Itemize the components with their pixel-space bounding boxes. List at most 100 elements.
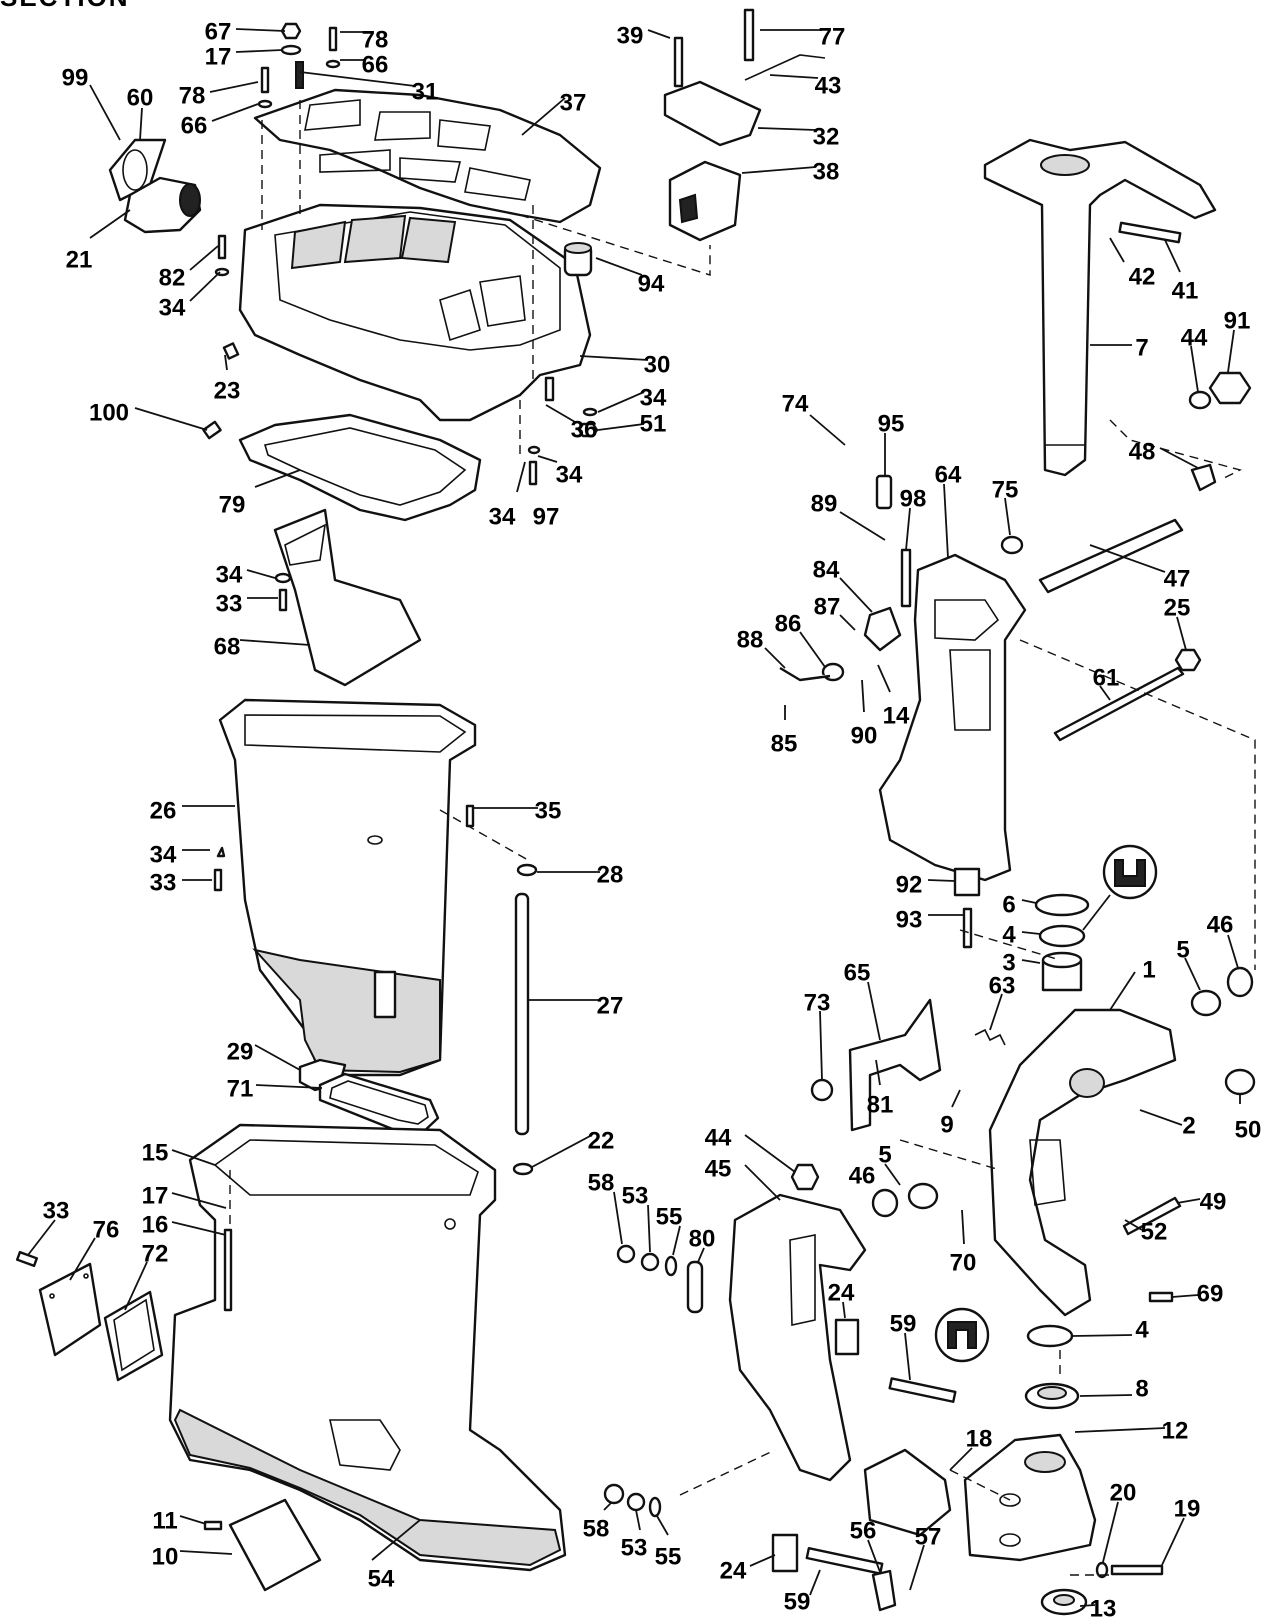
callout-c41: 41 <box>1172 277 1199 304</box>
callout-c24a: 24 <box>828 1279 855 1306</box>
callout-c71: 71 <box>227 1075 254 1102</box>
assembly-lines <box>229 100 1256 1576</box>
part-43-wire <box>744 54 826 81</box>
callout-c36: 36 <box>571 416 598 443</box>
callout-c6: 6 <box>1002 891 1015 918</box>
callout-c33a: 33 <box>216 590 243 617</box>
part-13-nut <box>1040 1588 1088 1616</box>
part-25-nut <box>1174 648 1202 672</box>
part-63-spring <box>974 1028 1006 1046</box>
callout-c28: 28 <box>597 861 624 888</box>
callout-c54: 54 <box>368 1565 395 1592</box>
part-80-link <box>686 1260 704 1314</box>
callout-c73: 73 <box>804 989 831 1016</box>
callout-c23: 23 <box>214 377 241 404</box>
callout-c53b: 53 <box>621 1534 648 1561</box>
part-64-swivel-bracket <box>878 553 1027 882</box>
callout-c78b: 78 <box>179 82 206 109</box>
part-3-bushing <box>1041 951 1083 992</box>
callout-c48: 48 <box>1129 438 1156 465</box>
part-18-block <box>863 1448 952 1537</box>
callout-c52: 52 <box>1141 1218 1168 1245</box>
callout-c61: 61 <box>1093 664 1120 691</box>
callout-c44b: 44 <box>705 1124 732 1151</box>
callout-c31: 31 <box>412 78 439 105</box>
part-44-washer <box>1188 390 1212 410</box>
part-95-switch <box>875 474 893 510</box>
callout-c53a: 53 <box>622 1182 649 1209</box>
callout-c99: 99 <box>62 64 89 91</box>
callout-c92: 92 <box>896 871 923 898</box>
callout-c87: 87 <box>814 593 841 620</box>
part-93-bolt <box>962 907 973 949</box>
part-12-housing <box>963 1433 1097 1562</box>
callout-c5a: 5 <box>1176 936 1189 963</box>
callout-c14: 14 <box>883 702 910 729</box>
callout-c59b: 59 <box>784 1588 811 1615</box>
part-50-bushing <box>1224 1068 1256 1096</box>
callout-c65: 65 <box>844 959 871 986</box>
part-55-washer <box>648 1255 678 1518</box>
callout-c46b: 46 <box>849 1162 876 1189</box>
part-72-gasket <box>103 1290 164 1382</box>
part-94-grommet <box>563 242 593 277</box>
part-4-seal-upper <box>1038 924 1086 948</box>
part-19-bolt <box>1110 1564 1164 1576</box>
callout-c12: 12 <box>1162 1417 1189 1444</box>
callout-c89: 89 <box>811 490 838 517</box>
part-71-gasket <box>318 1072 440 1137</box>
callout-c37: 37 <box>560 89 587 116</box>
part-26-exhaust-housing <box>218 698 477 1077</box>
callout-c42: 42 <box>1129 263 1156 290</box>
part-8-bearing <box>1024 1382 1080 1410</box>
part-58-bushing <box>603 1244 636 1505</box>
callout-c22: 22 <box>588 1127 615 1154</box>
part-91-nut <box>1208 371 1252 405</box>
callout-c24b: 24 <box>720 1557 747 1584</box>
part-46-washer-lower <box>871 1188 899 1218</box>
icon-seal-symbol-lower <box>934 1307 990 1363</box>
part-88-lever <box>779 666 831 682</box>
part-24-plate <box>771 1318 860 1573</box>
callout-c68: 68 <box>214 633 241 660</box>
callout-c19: 19 <box>1174 1495 1201 1522</box>
callout-c4a: 4 <box>1002 921 1016 948</box>
part-10-cover <box>228 1498 322 1592</box>
part-7-steering-arm <box>983 138 1217 477</box>
callout-c13: 13 <box>1090 1595 1117 1622</box>
callout-c34f: 34 <box>150 841 177 868</box>
callout-c33c: 33 <box>43 1197 70 1224</box>
part-6-washer <box>1034 893 1090 917</box>
callout-c26: 26 <box>150 797 177 824</box>
callout-c88: 88 <box>737 626 764 653</box>
callout-c46a: 46 <box>1207 911 1234 938</box>
callout-c81: 81 <box>867 1091 894 1118</box>
callout-c47: 47 <box>1164 565 1191 592</box>
part-33-screw <box>15 1250 39 1268</box>
part-79-gasket <box>238 413 482 522</box>
icon-seal-symbol-upper <box>1102 844 1158 900</box>
callout-c70: 70 <box>950 1249 977 1276</box>
callout-c75: 75 <box>992 476 1019 503</box>
part-11-screw <box>203 1520 223 1531</box>
callout-c51: 51 <box>640 410 667 437</box>
callout-c33b: 33 <box>150 869 177 896</box>
callout-c82: 82 <box>159 264 186 291</box>
callout-c80: 80 <box>689 1225 716 1252</box>
part-65-bracket <box>848 998 942 1132</box>
part-76-cover <box>38 1262 102 1357</box>
part-49-pin <box>1122 1196 1182 1236</box>
callout-c34c: 34 <box>556 461 583 488</box>
callout-c17b: 17 <box>142 1182 169 1209</box>
leader-lines <box>27 28 1241 1607</box>
part-4-seal-lower <box>1026 1324 1074 1348</box>
callout-c5b: 5 <box>878 1141 891 1168</box>
callout-c74: 74 <box>782 390 809 417</box>
callout-c34e: 34 <box>216 561 243 588</box>
callout-c20: 20 <box>1110 1479 1137 1506</box>
part-98-pin <box>900 548 912 608</box>
callout-c58a: 58 <box>588 1169 615 1196</box>
callout-c1: 1 <box>1142 956 1155 983</box>
callout-c94: 94 <box>638 270 665 297</box>
